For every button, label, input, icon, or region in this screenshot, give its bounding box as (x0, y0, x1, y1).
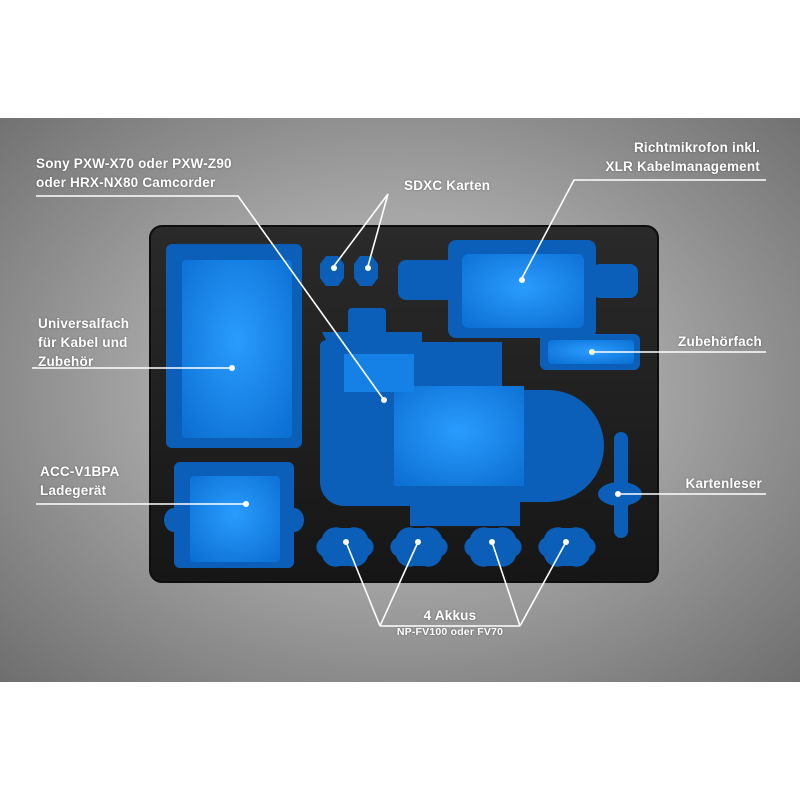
sdxc-slots (320, 256, 378, 286)
label-accessory: Zubehörfach (678, 332, 762, 351)
label-universal-line-1: Universalfach (38, 316, 130, 331)
label-card-reader-line-1: Kartenleser (685, 476, 762, 491)
charger-compartment (164, 462, 304, 568)
label-charger: ACC-V1BPA Ladegerät (40, 462, 120, 500)
leader-camcorder (36, 195, 385, 401)
leader-dots (229, 265, 621, 545)
leader-battery-1 (345, 541, 381, 627)
label-card-reader: Kartenleser (686, 474, 763, 493)
foam-insert-illustration (32, 179, 766, 627)
label-camcorder-line-1: Sony PXW-X70 oder PXW-Z90 (36, 156, 232, 171)
label-batteries: 4 Akkus NP-FV100 oder FV70 (370, 606, 530, 639)
label-camcorder-line-2: oder HRX-NX80 Camcorder (36, 175, 216, 190)
camcorder-compartment (320, 308, 604, 526)
leader-battery-2 (379, 541, 419, 627)
universal-compartment (166, 244, 302, 448)
label-sdxc-line-1: SDXC Karten (404, 178, 491, 193)
leader-battery-3 (491, 541, 521, 627)
label-microphone: Richtmikrofon inkl. XLR Kabelmanagement (605, 138, 760, 176)
label-charger-line-2: Ladegerät (40, 483, 107, 498)
battery-slots (316, 527, 596, 567)
label-universal: Universalfach für Kabel und Zubehör (38, 314, 129, 371)
label-charger-line-1: ACC-V1BPA (40, 464, 120, 479)
label-batteries-line-2: NP-FV100 oder FV70 (396, 626, 504, 638)
label-batteries-line-1: 4 Akkus (423, 608, 477, 623)
leader-lines (32, 179, 766, 627)
leader-sdxc-1 (333, 193, 389, 267)
label-universal-line-3: Zubehör (38, 354, 94, 369)
label-universal-line-2: für Kabel und (38, 335, 128, 350)
leader-microphone (521, 179, 766, 279)
label-sdxc: SDXC Karten (404, 176, 490, 195)
leader-battery-4 (519, 541, 567, 627)
label-microphone-line-1: Richtmikrofon inkl. (633, 140, 760, 155)
product-photo: Sony PXW-X70 oder PXW-Z90 oder HRX-NX80 … (0, 118, 800, 682)
microphone-compartment (398, 240, 638, 338)
leader-sdxc-2 (367, 193, 389, 267)
label-accessory-line-1: Zubehörfach (678, 334, 762, 349)
label-microphone-line-2: XLR Kabelmanagement (605, 159, 760, 174)
label-camcorder: Sony PXW-X70 oder PXW-Z90 oder HRX-NX80 … (36, 154, 232, 192)
